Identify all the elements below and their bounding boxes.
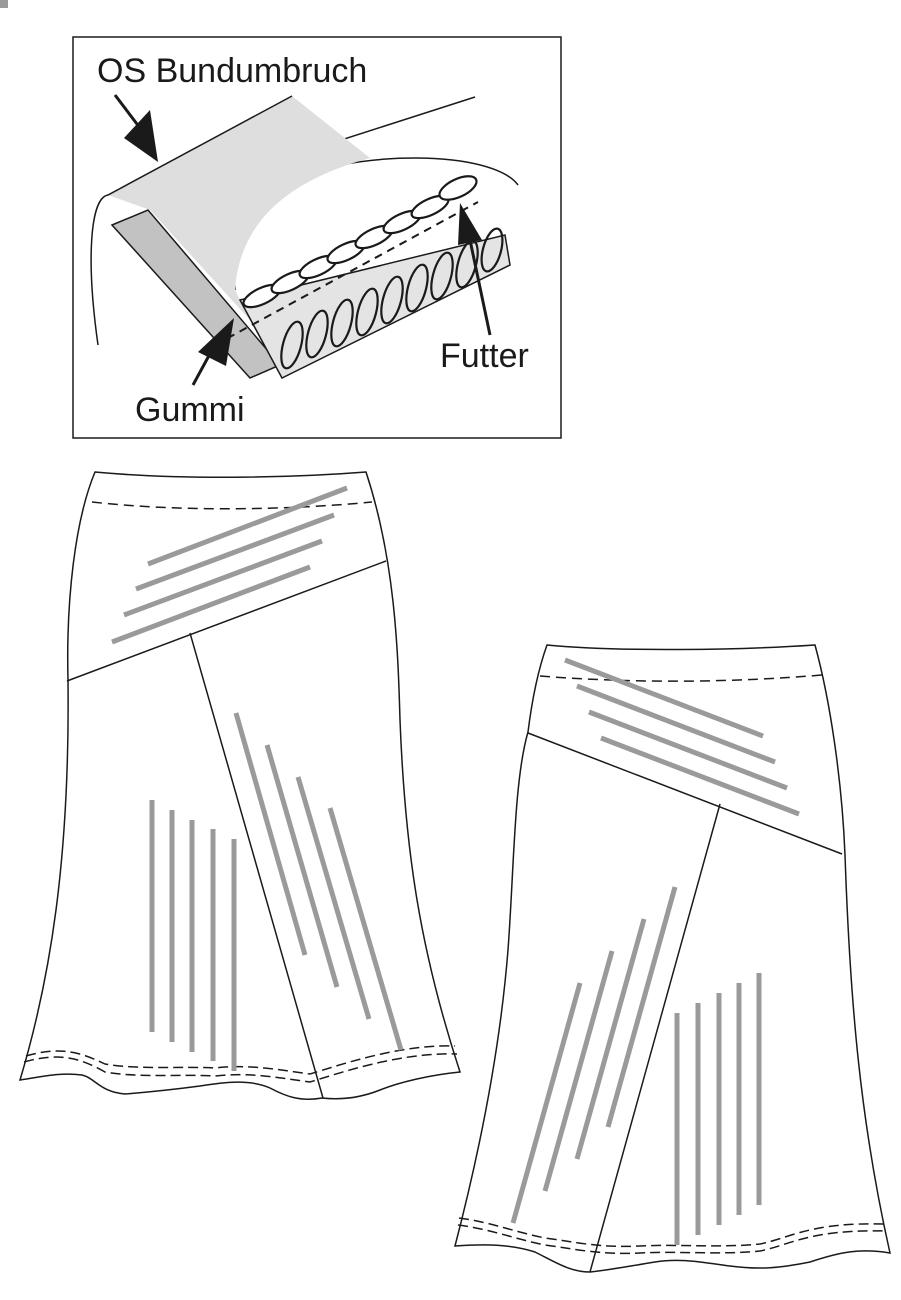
dashed-seam: [214, 201, 479, 346]
waistband-stitch-line-back: [539, 674, 823, 682]
skirt-back-view: [454, 644, 891, 1273]
waistband-fold-outline: [90, 95, 293, 346]
skirt-front-outline: [18, 471, 462, 1100]
panel-seam: [189, 632, 324, 1099]
skirt-front-view: [18, 471, 462, 1100]
yoke-seam-back: [527, 732, 843, 855]
chain-stitch: [242, 175, 478, 309]
arrow-lining: [458, 203, 492, 336]
skirt-back-outline: [454, 644, 891, 1273]
fabric-grain-hatching: [111, 485, 404, 1071]
hem-stitch-lines: [23, 1045, 458, 1083]
corner-mark: [0, 0, 8, 8]
overlock-stitch: [280, 227, 504, 370]
label-lining: Futter: [440, 337, 529, 375]
hem-stitch-lines-back: [457, 1217, 888, 1255]
arrow-elastic: [191, 318, 234, 386]
label-waistband-fold: OS Bundumbruch: [97, 52, 367, 90]
fabric-grain-hatching-back: [510, 657, 800, 1245]
waistband-stitch-line: [91, 501, 373, 510]
waistband-fold-shape: [108, 96, 370, 320]
waistband-detail-inset: OS Bundumbruch Gummi Futter: [72, 36, 562, 439]
panel-seam-back: [589, 803, 721, 1273]
yoke-seam: [66, 560, 387, 682]
label-elastic: Gummi: [135, 391, 245, 429]
arrow-waistband-fold: [113, 94, 158, 162]
